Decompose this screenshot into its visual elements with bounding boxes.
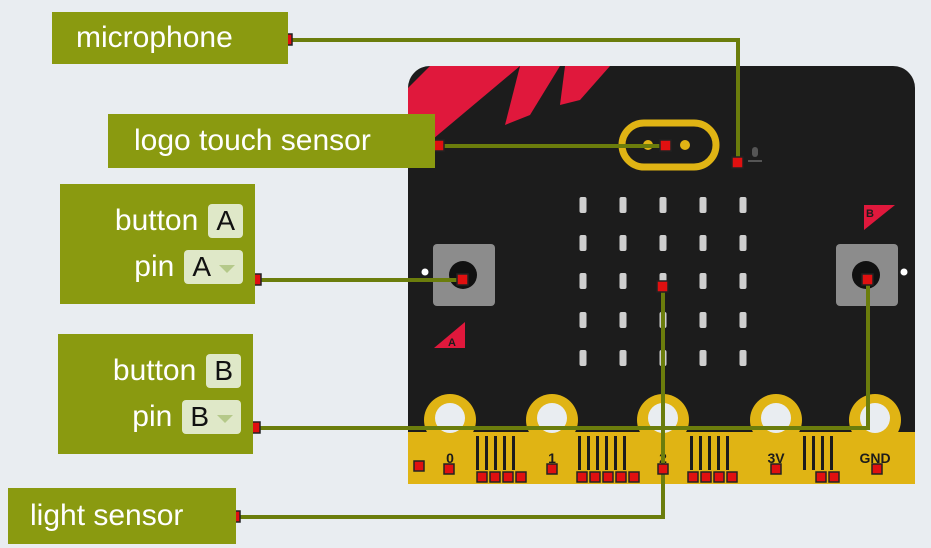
led-0-0 [579, 197, 587, 213]
wire-microphone [288, 38, 740, 160]
led-1-3 [699, 235, 707, 251]
pin-label-1: 1 [548, 450, 556, 466]
led-4-1 [619, 350, 627, 366]
led-0-3 [699, 197, 707, 213]
led-2-4 [739, 273, 747, 289]
led-1-2 [659, 235, 667, 251]
button-a-block[interactable]: button A pin A [60, 184, 255, 304]
light-sensor-label: light sensor [30, 499, 184, 532]
led-2-3 [699, 273, 707, 289]
led-1-4 [739, 235, 747, 251]
button-b-block[interactable]: button B pin B [58, 334, 253, 454]
led-3-4 [739, 312, 747, 328]
button-b-label: button [112, 354, 197, 387]
chevron-down-icon [219, 264, 235, 273]
led-2-0 [579, 273, 587, 289]
led-0-1 [619, 197, 627, 213]
button-b-row: button B [113, 354, 241, 388]
wire-light [236, 287, 665, 519]
led-4-3 [699, 350, 707, 366]
pin-a-value: A [192, 251, 211, 282]
button-b-value: B [206, 354, 241, 388]
logo-touch-sensor-block[interactable]: logo touch sensor [108, 114, 435, 168]
pin-label-0: 0 [446, 450, 454, 466]
pin-a-row: pin A [134, 250, 243, 284]
pin-label-gnd: GND [859, 450, 890, 466]
led-2-1 [619, 273, 627, 289]
led-1-1 [619, 235, 627, 251]
microphone-icon [748, 147, 762, 162]
wire-button-b [255, 282, 870, 430]
led-3-0 [579, 312, 587, 328]
led-1-0 [579, 235, 587, 251]
button-a-row: button A [115, 204, 243, 238]
button-b-marker: B [866, 208, 874, 220]
pin-b-row: pin B [132, 400, 241, 434]
pin-b-label: pin [132, 400, 173, 433]
pin-b-dropdown[interactable]: B [182, 400, 241, 434]
button-a-value: A [208, 204, 243, 238]
chevron-down-icon [217, 414, 233, 423]
logo-touch-sensor-label: logo touch sensor [134, 124, 371, 157]
microphone-label: microphone [76, 21, 233, 54]
led-0-2 [659, 197, 667, 213]
microphone-block[interactable]: microphone [52, 12, 288, 64]
button-a-marker: A [448, 337, 456, 349]
pin-b-value: B [190, 401, 209, 432]
button-a-label: button [114, 204, 199, 237]
pin-label-3v: 3V [767, 450, 785, 466]
led-3-3 [699, 312, 707, 328]
led-4-0 [579, 350, 587, 366]
led-0-4 [739, 197, 747, 213]
led-4-4 [739, 350, 747, 366]
light-sensor-block[interactable]: light sensor [8, 488, 236, 544]
led-3-1 [619, 312, 627, 328]
wires [236, 38, 870, 519]
pin-a-label: pin [134, 250, 175, 283]
pin-a-dropdown[interactable]: A [184, 250, 243, 284]
